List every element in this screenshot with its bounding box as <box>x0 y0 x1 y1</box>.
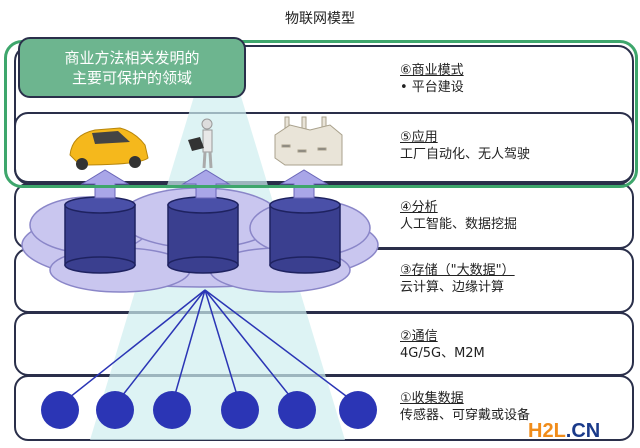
layer-detail: • 平台建设 <box>400 80 464 95</box>
sensor-node <box>339 391 377 429</box>
layer-5-text: ⑤应用工厂自动化、无人驾驶 <box>400 129 530 163</box>
layer-4-text: ④分析人工智能、数据挖掘 <box>400 199 517 233</box>
layer-heading: ①收集数据 <box>400 391 464 406</box>
protected-scope-label: 商业方法相关发明的 主要可保护的领域 <box>18 37 246 98</box>
layer-2-text: ②通信 4G/5G、M2M <box>400 328 485 362</box>
layer-6-text: ⑥商业模式 • 平台建设 <box>400 62 464 96</box>
label-line-1: 商业方法相关发明的 <box>64 49 200 67</box>
sensor-node <box>153 391 191 429</box>
layer-heading: ⑤应用 <box>400 130 438 145</box>
layer-detail: 云计算、边缘计算 <box>400 280 505 295</box>
sensor-node <box>41 391 79 429</box>
layer-3-text: ③存储（"大数据"） 云计算、边缘计算 <box>400 262 515 296</box>
label-line-2: 主要可保护的领域 <box>71 69 192 87</box>
sensor-node <box>96 391 134 429</box>
layer-heading: ⑥商业模式 <box>400 63 464 78</box>
layer-heading: ④分析 <box>400 200 438 215</box>
protected-scope-frame <box>4 40 638 188</box>
layer-detail: 传感器、可穿戴或设备 <box>400 408 531 423</box>
factory-icon <box>274 116 343 166</box>
layer-1-text: ①收集数据传感器、可穿戴或设备 <box>400 390 530 424</box>
sensor-node <box>278 391 316 429</box>
database-icon <box>167 196 239 274</box>
database-cylinders <box>64 196 341 274</box>
car-icon <box>69 127 149 170</box>
up-arrows <box>80 169 329 199</box>
layer-detail: 4G/5G、M2M <box>400 346 485 361</box>
database-icon <box>64 196 136 274</box>
diagram-title: 物联网模型 <box>285 11 355 27</box>
watermark-b: .CN <box>565 420 601 442</box>
layer-heading: ②通信 <box>400 329 438 344</box>
sensor-lines <box>59 289 359 406</box>
person-laptop-icon <box>188 118 213 169</box>
watermark: H2L.CN <box>528 420 600 443</box>
layer-heading: ③存储（"大数据"） <box>400 263 515 278</box>
watermark-a: H2L <box>528 420 566 442</box>
layer-detail: 工厂自动化、无人驾驶 <box>400 147 531 162</box>
sensor-node <box>221 391 259 429</box>
database-icon <box>269 196 341 274</box>
layer-detail: 人工智能、数据挖掘 <box>400 217 518 232</box>
